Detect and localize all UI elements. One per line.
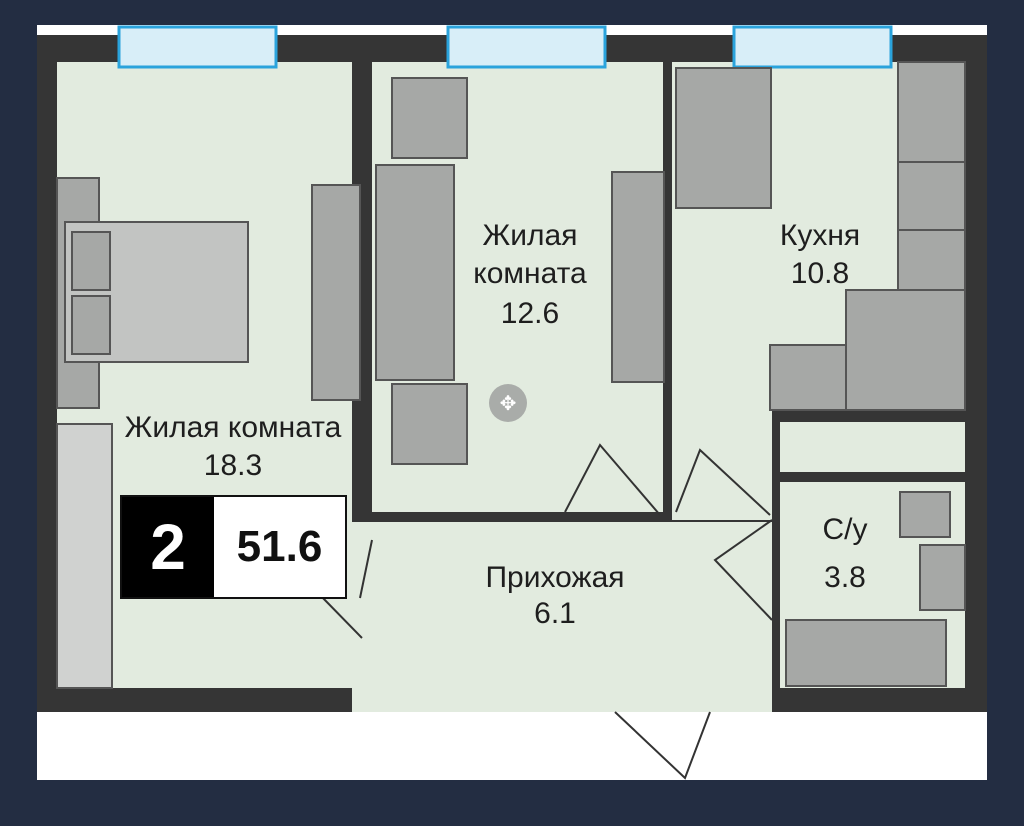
kitchen-counter: [897, 229, 966, 291]
pillow: [71, 295, 111, 355]
bathtub: [785, 619, 947, 687]
room-count: 2: [122, 497, 214, 597]
entrance-area: [385, 688, 710, 712]
outside-area: [37, 712, 987, 780]
hallway-floor: [352, 522, 772, 712]
dining-table: [675, 67, 772, 209]
sofa: [375, 164, 455, 381]
fridge: [769, 344, 847, 411]
door: [564, 443, 661, 516]
entrance-door: [614, 711, 711, 780]
washbasin: [919, 544, 966, 611]
stove: [897, 161, 966, 231]
sink-counter: [845, 289, 966, 411]
door: [319, 539, 373, 639]
armchair: [391, 383, 468, 465]
total-area: 51.6: [214, 497, 345, 597]
hallway-opening: [352, 540, 372, 690]
room-name-bedroom: Жилая комната: [124, 411, 342, 444]
closet-floor: [780, 422, 965, 472]
room-area-bathroom: 3.8: [824, 561, 866, 594]
room-name-living-1: Жилая: [482, 219, 578, 252]
room-name-hallway: Прихожая: [485, 561, 625, 594]
wardrobe: [56, 423, 113, 689]
toilet: [899, 491, 951, 538]
tv-cabinet: [611, 171, 665, 383]
armchair: [391, 77, 468, 159]
room-area-bedroom: 18.3: [203, 449, 263, 482]
kitchen-cabinet: [897, 61, 966, 163]
tv-cabinet: [311, 184, 361, 401]
door: [713, 519, 773, 621]
window: [732, 25, 893, 69]
furniture: [56, 61, 966, 689]
room-area-hallway: 6.1: [534, 597, 576, 630]
window: [117, 25, 278, 69]
doors: [319, 443, 773, 780]
room-area-living: 12.6: [500, 297, 560, 330]
room-area-kitchen: 10.8: [790, 257, 850, 290]
room-name-bathroom: С/у: [822, 513, 868, 546]
window: [446, 25, 607, 69]
apartment-summary-badge: 2 51.6: [120, 495, 347, 599]
door: [675, 448, 771, 516]
pillow: [71, 231, 111, 291]
room-name-kitchen: Кухня: [779, 219, 861, 252]
room-name-living-2: комната: [473, 257, 587, 290]
windows: [117, 25, 893, 69]
move-icon[interactable]: ✥: [489, 384, 527, 422]
